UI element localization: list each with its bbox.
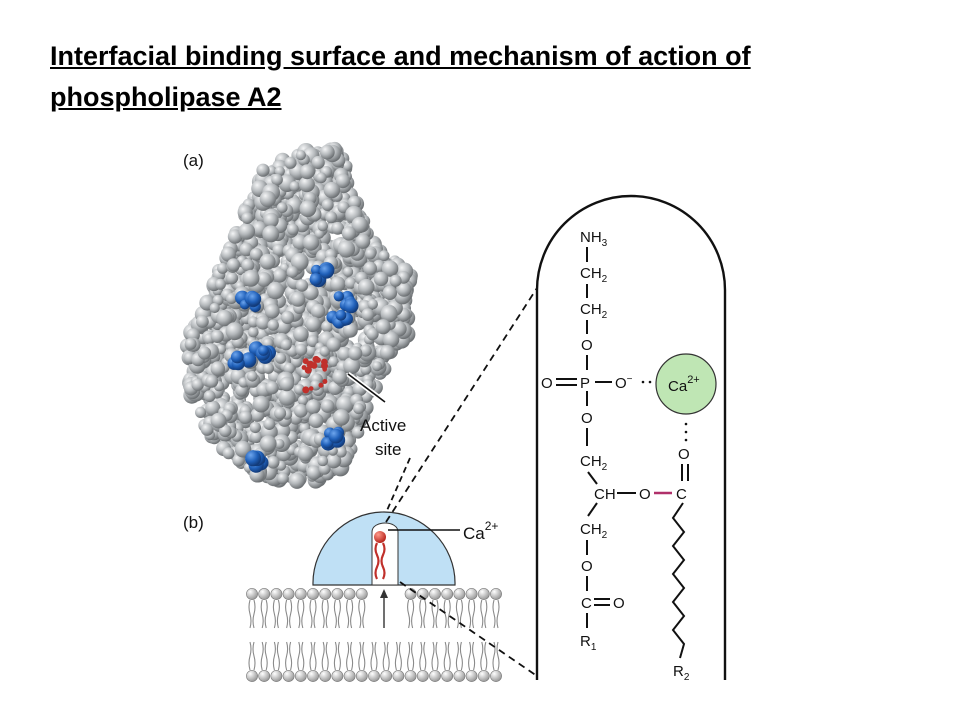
active-site-label-2: site: [375, 440, 401, 459]
calcium-label: Ca2+: [463, 519, 498, 543]
oxygen-1: O: [581, 337, 593, 354]
zoom-inset-frame: [535, 194, 727, 680]
amine-group: NH3: [580, 229, 608, 249]
panel-a-label: (a): [183, 151, 204, 170]
carbonyl-oxygen: O: [678, 446, 690, 463]
lipid-bilayer: [246, 588, 502, 682]
oxygen-3: O: [581, 558, 593, 575]
panel-b-label: (b): [183, 513, 204, 532]
svg-text:Ca2+: Ca2+: [668, 374, 700, 395]
carbonyl-oxygen-sn1: O: [613, 595, 625, 612]
ch2-group-4: CH2: [580, 521, 608, 541]
ch2-group-3: CH2: [580, 453, 608, 473]
phospholipid-molecule: NH3 CH2 CH2 O O P O− Ca2+ O CH2 CH O: [541, 229, 717, 683]
phosphoryl-oxygen: O: [541, 375, 553, 392]
ch2-group-1: CH2: [580, 265, 608, 285]
active-site-substrate: [301, 355, 328, 394]
protein-surface-model: [179, 141, 418, 489]
ch2-group-2: CH2: [580, 301, 608, 321]
basic-residues: [227, 262, 359, 473]
ion-interaction-dots: [641, 380, 652, 384]
oxygen-2: O: [581, 410, 593, 427]
active-site-pointer: [346, 372, 387, 404]
phosphorus: P: [580, 375, 590, 392]
ester-carbon-sn1: C: [581, 595, 592, 612]
carbonyl-carbon: C: [676, 486, 687, 503]
r2-group: R2: [673, 663, 690, 683]
ca-carbonyl-interaction-dots: [684, 422, 688, 442]
svg-text:Ca2+: Ca2+: [463, 519, 498, 543]
zoom-line-top: [385, 287, 538, 523]
substrate-entry-arrow: [380, 589, 388, 628]
phosphate-oxygen-anion: O−: [615, 374, 633, 392]
sn2-fatty-acid-chain: [671, 502, 686, 659]
active-site-to-enzyme-dash: [384, 457, 411, 516]
slide-title: Interfacial binding surface and mechanis…: [50, 41, 751, 112]
ester-oxygen: O: [639, 486, 651, 503]
substrate-phospholipid: [374, 531, 386, 580]
zoom-line-bottom: [399, 581, 538, 677]
active-site-label: Active: [360, 416, 406, 435]
calcium-ion: Ca2+: [655, 353, 717, 415]
r1-group: R1: [580, 633, 597, 653]
ch-group: CH: [594, 486, 616, 503]
